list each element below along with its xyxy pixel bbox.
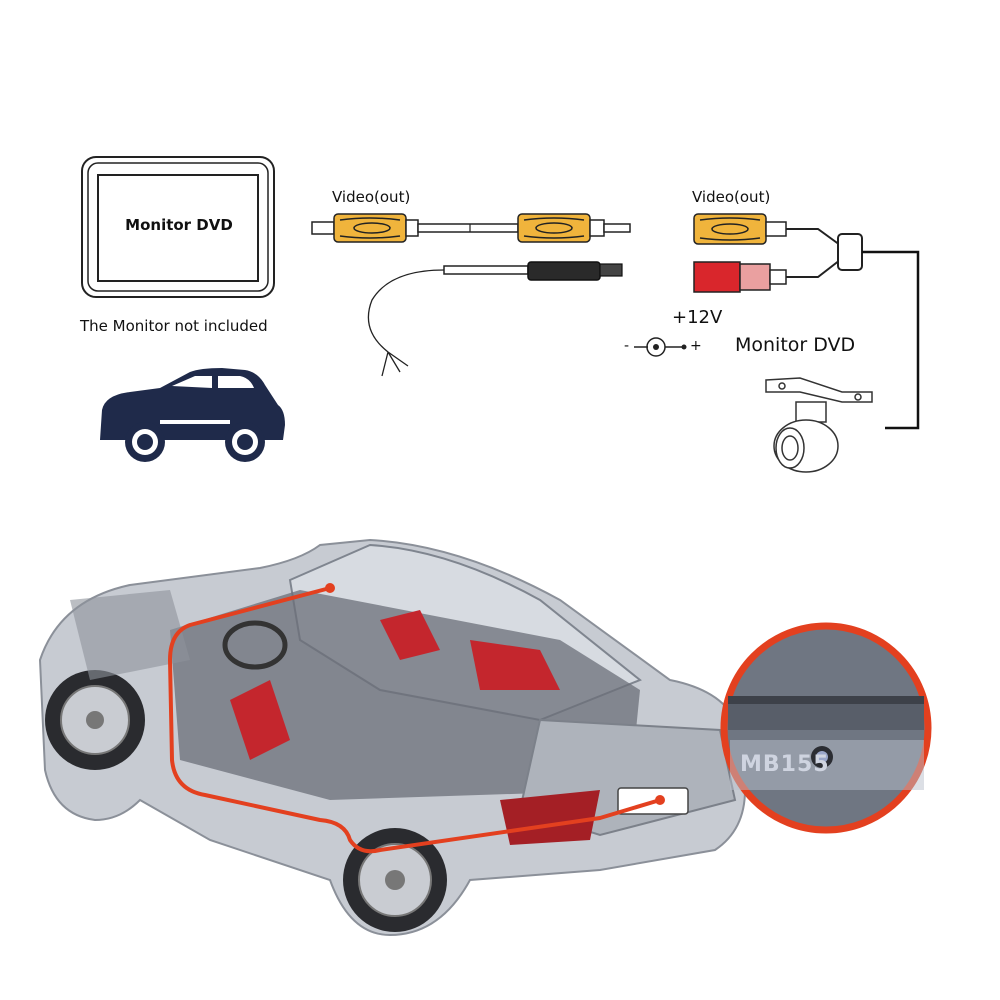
monitor-illustration	[81, 156, 275, 298]
camera-monitor-dvd-label: Monitor DVD	[735, 334, 856, 356]
monitor-label: Monitor DVD	[125, 216, 233, 234]
wire-route	[168, 586, 661, 854]
rca-extension-cable	[311, 213, 631, 377]
car-cutaway	[38, 538, 747, 937]
camera-video-out-label: Video(out)	[692, 188, 771, 206]
wire-start-dot	[325, 583, 335, 593]
wire-end-dot	[655, 795, 665, 805]
polarity-plus-label: +	[690, 338, 702, 354]
car-icon	[100, 368, 285, 462]
camera-illustration	[765, 377, 873, 473]
camera-wiring	[634, 213, 920, 430]
power-12v-label: +12V	[672, 307, 723, 328]
zoom-inset	[720, 622, 932, 834]
monitor-not-included-note: The Monitor not included	[80, 317, 268, 335]
license-plate-text: MB155	[740, 752, 830, 777]
polarity-minus-label: -	[624, 338, 630, 354]
cable-video-out-label: Video(out)	[332, 188, 411, 206]
